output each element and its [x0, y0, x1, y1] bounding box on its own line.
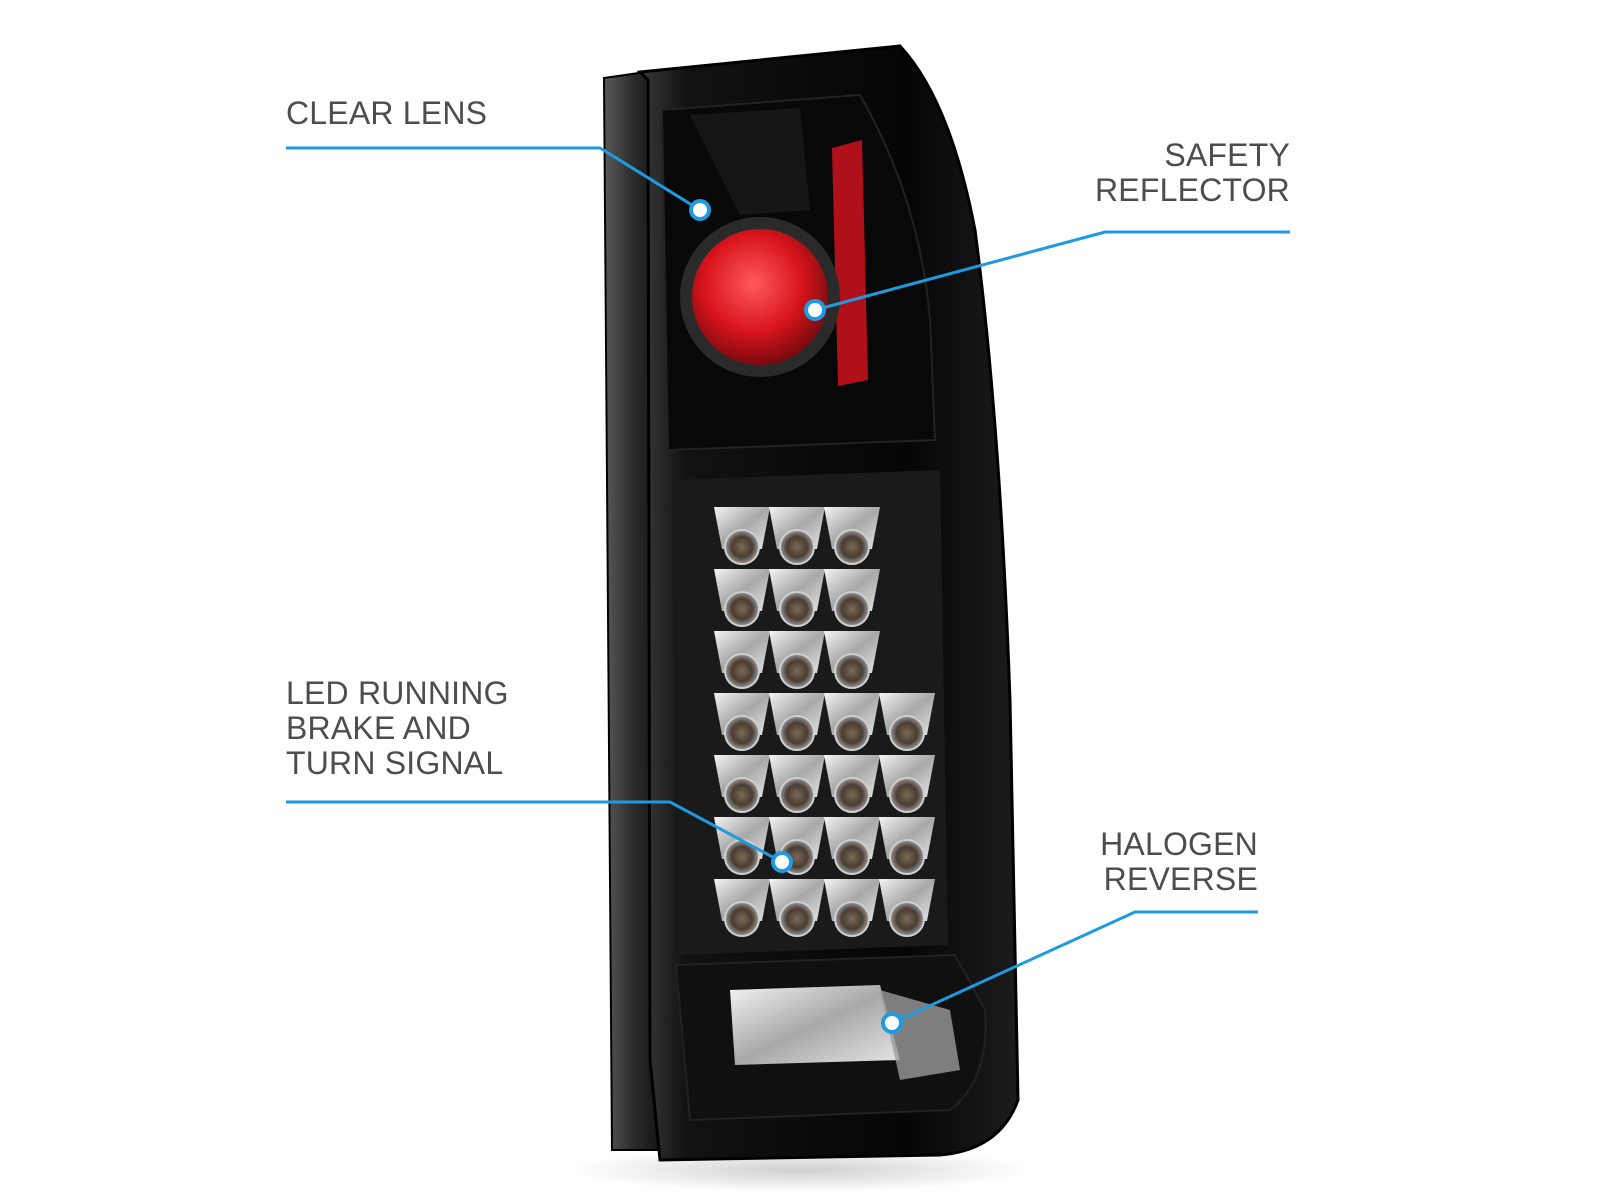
- led-array: [714, 507, 935, 937]
- led-bulb: [724, 715, 760, 751]
- callout-led-running-dot: [771, 851, 793, 873]
- led-bulb: [889, 777, 925, 813]
- label-safety-reflector-line-2: REFLECTOR: [1094, 172, 1290, 208]
- led-bulb: [724, 529, 760, 565]
- callout-halogen-reverse-dot: [881, 1012, 903, 1034]
- label-clear-lens: CLEAR LENS: [286, 96, 487, 131]
- reverse-lens: [730, 985, 900, 1065]
- label-halogen-reverse: HALOGEN REVERSE: [1100, 827, 1258, 897]
- led-bulb: [779, 901, 815, 937]
- led-bulb: [834, 653, 870, 689]
- led-bulb: [724, 591, 760, 627]
- callout-safety-reflector-dot: [804, 299, 826, 321]
- led-bulb: [889, 901, 925, 937]
- label-halogen-reverse-line-1: HALOGEN: [1100, 826, 1258, 862]
- led-bulb: [834, 715, 870, 751]
- led-bulb: [779, 777, 815, 813]
- callout-clear-lens-dot: [689, 199, 711, 221]
- reverse-reflector: [880, 990, 960, 1080]
- label-safety-reflector: SAFETY REFLECTOR: [1095, 138, 1290, 208]
- label-led-running-line-2: BRAKE AND: [286, 710, 471, 746]
- label-led-running-line-1: LED RUNNING: [286, 675, 509, 711]
- led-bulb: [834, 529, 870, 565]
- led-bulb: [779, 715, 815, 751]
- reflector-lens: [692, 229, 828, 365]
- led-bulb: [724, 653, 760, 689]
- led-bulb: [834, 901, 870, 937]
- label-clear-lens-line-1: CLEAR LENS: [286, 95, 488, 131]
- callout-safety-reflector-line: [814, 230, 1290, 312]
- led-bulb: [779, 591, 815, 627]
- callout-clear-lens-line: [286, 146, 701, 212]
- callout-halogen-reverse-line: [891, 910, 1258, 1025]
- led-bulb: [724, 901, 760, 937]
- led-bulb: [834, 839, 870, 875]
- label-safety-reflector-line-1: SAFETY: [1164, 137, 1290, 173]
- led-bulb: [779, 529, 815, 565]
- led-bulb: [724, 839, 760, 875]
- callout-lines: [286, 146, 1290, 1034]
- led-bulb: [834, 591, 870, 627]
- label-led-running-line-3: TURN SIGNAL: [286, 745, 504, 781]
- label-led-running: LED RUNNING BRAKE AND TURN SIGNAL: [286, 676, 509, 781]
- led-bulb: [889, 839, 925, 875]
- led-bulb: [724, 777, 760, 813]
- led-bulb: [889, 715, 925, 751]
- callout-led-running-line: [286, 800, 783, 864]
- led-bulb: [834, 777, 870, 813]
- red-strip: [832, 140, 868, 386]
- reflector-frame: [690, 108, 810, 215]
- label-halogen-reverse-line-2: REVERSE: [1103, 861, 1258, 897]
- led-bulb: [779, 653, 815, 689]
